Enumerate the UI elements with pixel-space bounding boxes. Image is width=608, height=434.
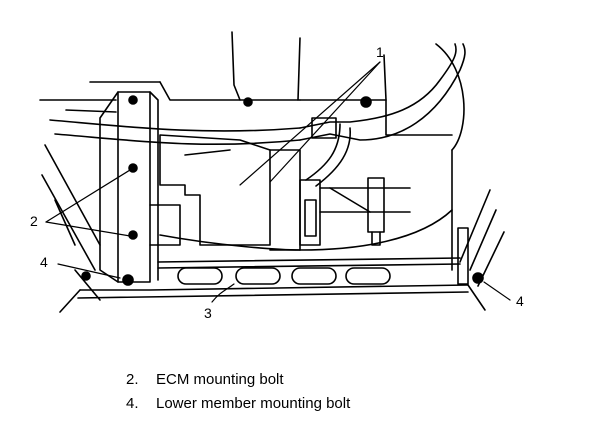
ecm-mounting-bolt-upper	[128, 163, 138, 173]
top-bolt-left	[128, 95, 138, 105]
lower-member-bolt-left	[122, 274, 134, 286]
legend-item: 2. ECM mounting bolt	[126, 368, 350, 392]
legend-item: 4. Lower member mounting bolt	[126, 392, 350, 416]
legend-text: ECM mounting bolt	[156, 371, 284, 388]
connector-assembly	[159, 177, 453, 251]
legend-number: 2.	[126, 371, 139, 388]
body-panel-lines	[39, 31, 465, 271]
left-bracket	[99, 91, 159, 283]
right-side-frame	[457, 189, 505, 311]
callout-leaders	[45, 61, 511, 303]
legend: 2. ECM mounting bolt 4. Lower member mou…	[126, 368, 350, 416]
legend-text: Lower member mounting bolt	[156, 395, 351, 412]
callout-3: 3	[204, 305, 212, 321]
callout-4-left: 4	[40, 254, 48, 270]
lower-member-rail	[59, 257, 469, 313]
top-bolt-right	[243, 97, 253, 107]
lower-corner-bolt	[81, 271, 91, 281]
left-side-frame	[41, 144, 101, 301]
callout-2: 2	[30, 213, 38, 229]
legend-number: 4.	[126, 395, 139, 412]
callout-4-right: 4	[516, 293, 524, 309]
callout-1: 1	[376, 44, 384, 60]
ecm-mounting-bolt-lower	[128, 230, 138, 240]
wiring-harness	[49, 43, 466, 187]
top-bolt-far-right	[360, 96, 372, 108]
